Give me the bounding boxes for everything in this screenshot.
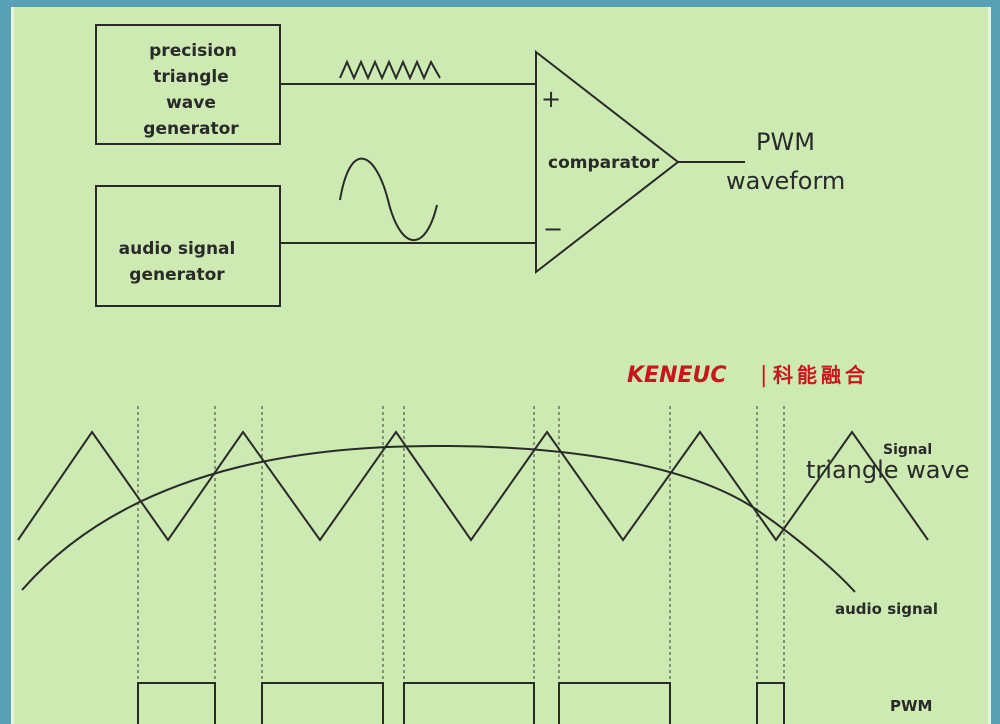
pwm-pulse-2 — [261, 682, 384, 724]
pwm-pulse-4 — [558, 682, 671, 724]
pwm-output-label: PWM — [756, 128, 815, 156]
audio-generator-box — [95, 185, 281, 307]
frame-left-border — [0, 0, 11, 724]
waveform-output-label: waveform — [726, 167, 845, 195]
signal-tag-label: Signal — [883, 442, 932, 458]
brand-separator: | — [760, 363, 767, 388]
triangle-carrier-wave — [17, 430, 929, 542]
brand-logo-text: KENEUC — [627, 363, 727, 388]
triangle-generator-label-4: generator — [143, 119, 239, 139]
comparator-label: comparator — [548, 153, 660, 173]
audio-signal-label: audio signal — [835, 600, 938, 618]
minus-sign: − — [543, 215, 563, 243]
triangle-wave-icon — [339, 59, 441, 81]
frame-top-border — [0, 0, 1000, 7]
pwm-label: PWM — [890, 697, 932, 715]
frame-left-highlight — [11, 7, 14, 724]
triangle-generator-label-3: wave — [166, 93, 216, 113]
comparator-symbol — [535, 49, 680, 275]
triangle-generator-label-2: triangle — [153, 67, 228, 87]
plus-sign: + — [541, 85, 561, 113]
audio-signal-curve — [21, 444, 856, 593]
frame-right-highlight — [988, 7, 991, 724]
audio-generator-label-1: audio signal — [119, 239, 236, 259]
pwm-pulse-5 — [756, 682, 785, 724]
triangle-wave-label: triangle wave — [806, 456, 969, 484]
pwm-pulse-1 — [137, 682, 216, 724]
frame-right-border — [991, 0, 1000, 724]
sine-wave-icon — [339, 157, 438, 241]
audio-generator-label-2: generator — [129, 265, 225, 285]
pwm-pulse-3 — [403, 682, 535, 724]
brand-chinese-text: 科能融合 — [773, 363, 869, 387]
crossing-guide-lines — [137, 406, 785, 724]
triangle-generator-label-1: precision — [149, 41, 237, 61]
